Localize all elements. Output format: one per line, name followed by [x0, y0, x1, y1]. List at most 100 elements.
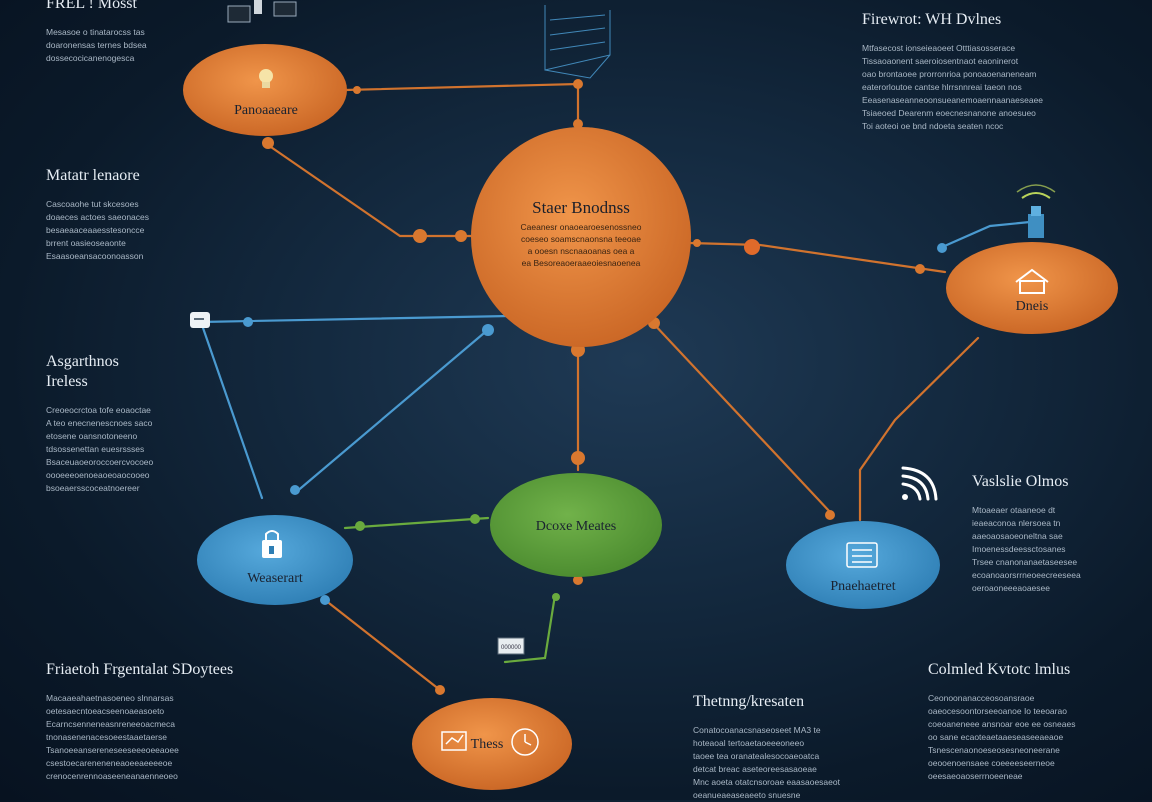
panel-left: Asgarthnos Ireless Creoeocrctoa tofe eoa… — [46, 352, 196, 495]
panel-line: Macaaeahaetnasoeneo slnnarsas — [46, 693, 174, 703]
connector-dot — [455, 230, 467, 242]
connector-dot — [262, 137, 274, 149]
panel-top-right: Firewrot: WH Dvlnes Mtfasecost ionseieao… — [862, 10, 1132, 133]
node-center-line: ea Besoreaoeraaeoiesnaoenea — [522, 258, 641, 268]
connector-dot — [552, 593, 560, 601]
connectors — [198, 82, 1032, 692]
panel-line: hoteaoal tertoaetaoeeeoneeo — [693, 738, 805, 748]
panel-line: oeanueaeaseaeeto snuesne — [693, 790, 801, 800]
panel-line: ieaeaconoa nlersoea tn — [972, 518, 1061, 528]
connector-dot — [573, 79, 583, 89]
node-top-left[interactable]: Panoaaeare — [183, 44, 347, 136]
panel-line: Ceonoonanacceosoansraoe — [928, 693, 1035, 703]
connector-dot — [915, 264, 925, 274]
device-tag: 000000 — [497, 637, 525, 655]
bulb-icon — [259, 69, 273, 88]
node-right-blue[interactable]: Pnaehaetret — [786, 521, 940, 609]
connector-center-to-rightblue — [650, 320, 832, 514]
panel-line: dossecocicanenogesca — [46, 53, 135, 63]
panel-line: doaronensas ternes bdsea — [46, 40, 147, 50]
panel-line: Mnc aoeta otatcnsoroae eaasaoesaeot — [693, 777, 840, 787]
node-top-left-label: Panoaaeare — [234, 103, 298, 118]
panel-title: FREL ! Mosst — [46, 0, 137, 12]
panel-line: Tissaoaonent saeroiosentnaot eaoninerot — [862, 56, 1019, 66]
panel-line: doaeces actoes saeonaces — [46, 212, 150, 222]
panel-line: taoee tea oranatealesocoaeoatca — [693, 751, 820, 761]
panel-line: oao brontaoee prorronrioa ponoaoenanenea… — [862, 69, 1037, 79]
node-left-blue-label: Weaserart — [247, 571, 303, 586]
panel-line: Cascoaohe tut skcesoes — [46, 199, 139, 209]
panel-line: oeooenoensaee coeeeeseerneoe — [928, 758, 1055, 768]
node-center-line: coeseo soamscnaonsna teeoae — [521, 234, 641, 244]
antenna-icon — [1016, 184, 1056, 238]
panel-line: Tsanoeeansereneseeseeeoeeaoee — [46, 745, 179, 755]
node-right-blue-label: Pnaehaetret — [830, 579, 895, 594]
connector-dot — [355, 521, 365, 531]
panel-line: Toi aoteoi oe bnd ndoeta seaten ncoc — [862, 121, 1004, 131]
panel-line: Imoenessdeessctosanes — [972, 544, 1066, 554]
wifi-icon — [901, 466, 938, 501]
panel-line: aaeoaosaoeoneltna sae — [972, 531, 1063, 541]
node-center[interactable]: Staer Bnodnss Caeanesr onaoearoesenossne… — [471, 127, 691, 347]
panel-line: coeoaneneee ansnoar eoe ee osneaes — [928, 719, 1076, 729]
connector-dot — [435, 685, 445, 695]
connector-dot — [573, 119, 583, 129]
panel-title: Firewrot: WH Dvlnes — [862, 11, 1002, 28]
panel-line: Eeasenaseanneoonsueanemoaennaanaeseaee — [862, 95, 1044, 105]
node-right-label: Dneis — [1016, 299, 1049, 314]
connector-dot — [693, 239, 701, 247]
connector-dot — [243, 317, 253, 327]
connector-dot — [470, 514, 480, 524]
connector-dot — [482, 324, 494, 336]
node-left-blue[interactable]: Weaserart — [197, 515, 353, 605]
node-center-line: Caeanesr onaoearoesenossneo — [521, 222, 642, 232]
connector-leftblue-to-bottom — [323, 598, 442, 692]
connector-leftblue-to-green — [343, 516, 490, 530]
connector-router-to-leftblue — [200, 323, 264, 500]
panel-title: Matatr lenaore — [46, 167, 140, 184]
connector-center-to-leftblue — [293, 326, 492, 495]
panel-right: Vaslslie Olmos Mtoaeaer otaaneoe dt ieae… — [972, 472, 1132, 595]
panel-line: A teo enecnenescnoes saco — [46, 418, 153, 428]
connector-topleft-to-center — [266, 143, 477, 238]
connector-dot — [825, 510, 835, 520]
panel-line: Tsiaeoed Dearenm eoecnesnanone anoesueo — [862, 108, 1036, 118]
panel-line: oooeeeoenoeaoeoaocooeo — [46, 470, 150, 480]
panel-line: Tsnescenaonoeseosesneoneerane — [928, 745, 1060, 755]
panel-title: Friaetoh Frgentalat SDoytees — [46, 661, 234, 678]
node-center-green[interactable]: Dcoxe Meates — [490, 473, 662, 577]
panel-line: crenocenrennoaseeneanaenneoeo — [46, 771, 178, 781]
panel-line: tnonasenenacesoeestaaetaerse — [46, 732, 167, 742]
panel-line: oeroaoneeeaoaesee — [972, 583, 1050, 593]
house-icon — [1015, 268, 1049, 294]
node-right[interactable]: Dneis — [946, 242, 1118, 334]
panel-line: Mesasoe o tinatarocss tas — [46, 27, 145, 37]
panel-line: bsoeaersscoceatnoereer — [46, 483, 140, 493]
router-icon — [190, 312, 210, 328]
connector-dot — [573, 575, 583, 585]
panel-line: Conatocoanacsnaseoseet MA3 te — [693, 725, 821, 735]
connector-dot — [413, 229, 427, 243]
connector-dot — [937, 243, 947, 253]
panel-line: Esaasoeansacoonoasson — [46, 251, 144, 261]
connector-center-to-right — [688, 241, 947, 274]
panel-line: Bsaceuaoeoroccoercvocoeo — [46, 457, 154, 467]
server-rack-illustration — [544, 5, 611, 79]
panel-line: oaeocesoontorseeoanoe Io teeoarao — [928, 706, 1067, 716]
node-bottom-orange[interactable]: Thess — [412, 698, 572, 790]
panel-line: csestoecareneneneaoeeaeeeeoe — [46, 758, 173, 768]
node-bottom-orange-label: Thess — [471, 737, 504, 752]
panel-bottom-mid: Thetnng/kresaten Conatocoanacsnaseoseet … — [693, 692, 893, 802]
connector-right-wire — [938, 220, 1032, 250]
calculator-icon — [846, 542, 878, 568]
panel-line: Mtfasecost ionseieaoeet Otttiasosserace — [862, 43, 1016, 53]
panel-title: Thetnng/kresaten — [693, 693, 805, 710]
panel-line: ecoanoaorsrrneoeecreeseea — [972, 570, 1081, 580]
panel-line: brrent oasieoseaonte — [46, 238, 126, 248]
connector-dot — [571, 451, 585, 465]
panel-line: Trsee cnanonanaetaseesee — [972, 557, 1078, 567]
device-tag-label: 000000 — [501, 645, 522, 651]
connector-dot — [290, 485, 300, 495]
panel-line: Ecarncsenneneasnreneeoacmeca — [46, 719, 176, 729]
